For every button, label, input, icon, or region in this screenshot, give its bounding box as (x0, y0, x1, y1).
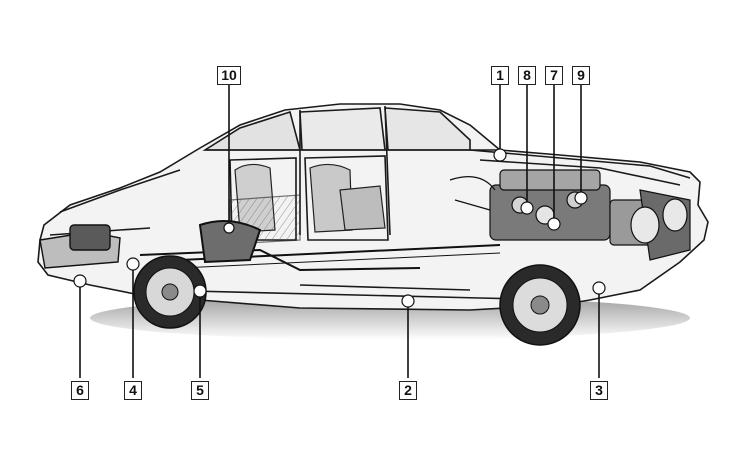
callout-4: 4 (124, 381, 142, 400)
callout-10: 10 (217, 66, 241, 85)
callout-9: 9 (572, 66, 590, 85)
callout-8: 8 (518, 66, 536, 85)
leader-lines (79, 84, 600, 378)
front-wheel (499, 264, 581, 346)
front-lights (630, 198, 688, 244)
drivetrain (139, 220, 501, 272)
callout-3: 3 (590, 381, 608, 400)
callout-6: 6 (71, 381, 89, 400)
rear-wheel (133, 255, 207, 329)
rear-bumper (39, 224, 121, 269)
callout-7: 7 (545, 66, 563, 85)
callout-dots (73, 148, 606, 308)
seats (229, 163, 386, 245)
callout-2: 2 (399, 381, 417, 400)
callout-1: 1 (491, 66, 509, 85)
callout-5: 5 (191, 381, 209, 400)
